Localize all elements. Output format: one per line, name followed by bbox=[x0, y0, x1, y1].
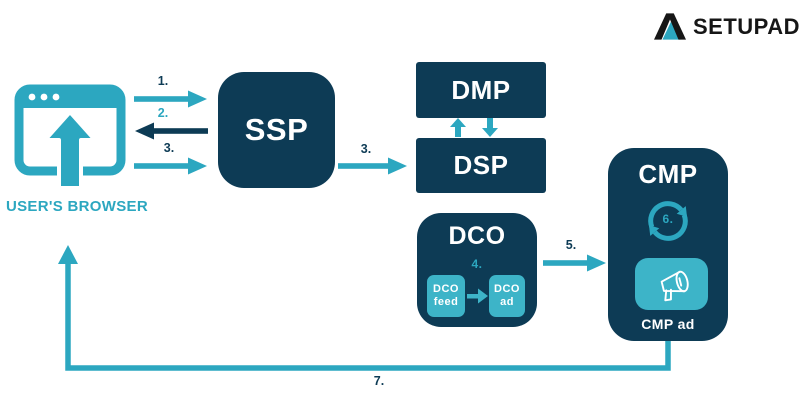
megaphone-icon bbox=[660, 270, 689, 302]
step-6-label: 6. bbox=[662, 212, 674, 226]
step-4-label: 4. bbox=[471, 257, 483, 271]
dco-ad-line2: ad bbox=[500, 296, 514, 308]
users-browser-label: USER'S BROWSER bbox=[6, 198, 148, 215]
step-3b-label: 3. bbox=[360, 142, 372, 156]
dsp-label: DSP bbox=[453, 150, 509, 180]
arrow-step-2 bbox=[135, 122, 208, 140]
ssp-label: SSP bbox=[244, 112, 309, 147]
arrow-step-3 bbox=[134, 157, 207, 175]
dco-feed-line1: DCO bbox=[433, 283, 459, 296]
cmp-ad-box bbox=[635, 258, 708, 310]
step-5-label: 5. bbox=[565, 238, 577, 252]
step-3-label: 3. bbox=[163, 141, 175, 155]
dco-label: DCO bbox=[448, 222, 506, 250]
setupad-brand-text: SETUPAD bbox=[693, 13, 800, 39]
ssp-box: SSP bbox=[218, 72, 335, 188]
dco-box: DCO 4. DCO feed DCO ad bbox=[417, 213, 537, 327]
arrow-step-3b bbox=[338, 157, 407, 175]
dsp-box: DSP bbox=[416, 138, 546, 193]
setupad-logo-mark-icon bbox=[654, 13, 686, 40]
refresh-cycle-icon bbox=[648, 201, 688, 241]
dmp-label: DMP bbox=[451, 74, 511, 105]
dco-ad-line1: DCO bbox=[494, 283, 520, 296]
dco-feed-box: DCO feed bbox=[427, 275, 465, 317]
cmp-box: CMP 6. CMP ad bbox=[608, 148, 728, 341]
arrow-step-1 bbox=[134, 90, 207, 108]
arrow-feed-to-ad-icon bbox=[467, 288, 488, 304]
cmp-label: CMP bbox=[638, 159, 698, 189]
step-7-label: 7. bbox=[373, 374, 385, 388]
step-2-label: 2. bbox=[157, 106, 169, 120]
users-browser-icon bbox=[14, 84, 126, 190]
dco-ad-box: DCO ad bbox=[489, 275, 525, 317]
arrow-step-5 bbox=[543, 254, 606, 272]
setupad-logo: SETUPAD bbox=[654, 13, 800, 40]
cmp-ad-label: CMP ad bbox=[641, 316, 695, 332]
step-1-label: 1. bbox=[157, 74, 169, 88]
dco-feed-line2: feed bbox=[433, 296, 459, 308]
dmp-box: DMP bbox=[416, 62, 546, 118]
arrow-dmp-to-dsp-icon bbox=[482, 118, 498, 137]
arrow-dsp-to-dmp-icon bbox=[450, 118, 466, 137]
dco-inner-flow: DCO feed DCO ad bbox=[427, 275, 527, 317]
